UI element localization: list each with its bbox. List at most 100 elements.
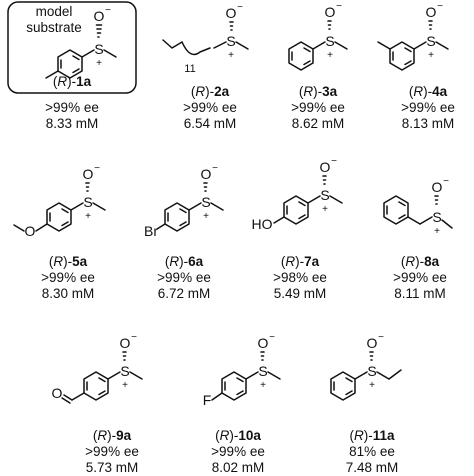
charge-minus-8a: − xyxy=(443,176,449,187)
fluorine-atom-10a: F xyxy=(203,392,212,408)
charge-minus-10a: − xyxy=(269,332,275,343)
sulfur-atom-5a: S xyxy=(83,194,92,210)
oxygen-atom-6a: O xyxy=(201,166,212,182)
ee-1a: >99% ee xyxy=(45,100,99,115)
charge-minus-5a: − xyxy=(94,163,100,174)
compound-label-11a: (R)-11a 81% ee 7.48 mM xyxy=(346,428,399,476)
aldehyde-oxygen-9a: O xyxy=(52,385,63,401)
oxygen-atom-10a: O xyxy=(258,335,269,351)
ee-3a: >99% ee xyxy=(291,100,345,115)
compound-label-2a: (R)-2a >99% ee 6.54 mM xyxy=(183,84,237,132)
oxygen-atom-3a: O xyxy=(325,4,336,20)
id-4a: 4a xyxy=(432,84,448,99)
compound-label-10a: (R)-10a >99% ee 8.02 mM xyxy=(211,428,265,476)
ee-8a: >99% ee xyxy=(393,270,447,285)
sulfur-atom-1a: S xyxy=(94,41,103,57)
id-2a: 2a xyxy=(214,84,230,99)
structure-9a xyxy=(61,351,143,404)
id-7a: 7a xyxy=(304,254,320,269)
conc-8a: 8.11 mM xyxy=(394,286,446,301)
ee-7a: >98% ee xyxy=(273,270,327,285)
charge-minus-1a: − xyxy=(105,5,111,16)
sulfur-atom-10a: S xyxy=(258,363,267,379)
oxygen-atom-1a: O xyxy=(94,8,105,24)
conc-7a: 5.49 mM xyxy=(273,286,327,301)
ee-5a: >99% ee xyxy=(41,270,95,285)
model-substrate-caption: model substrate xyxy=(18,4,90,36)
oxygen-atom-5a: O xyxy=(83,166,94,182)
config-8a: R xyxy=(405,254,416,269)
charge-plus-8a: + xyxy=(434,226,440,237)
compound-name-1a: (R)-1a xyxy=(52,74,92,89)
conc-6a: 6.72 mM xyxy=(157,286,211,301)
structure-5a xyxy=(13,182,106,232)
charge-plus-1a: + xyxy=(96,58,102,69)
conc-10a: 8.02 mM xyxy=(211,460,265,475)
sulfur-atom-11a: S xyxy=(367,363,376,379)
charge-plus-3a: + xyxy=(327,50,333,61)
sulfur-atom-2a: S xyxy=(226,33,235,49)
compound-name-9a: (R)-9a xyxy=(92,428,132,443)
charge-minus-7a: − xyxy=(331,156,337,167)
structure-3a xyxy=(288,20,348,71)
id-8a: 8a xyxy=(424,254,440,269)
charge-plus-7a: + xyxy=(322,204,328,215)
oxygen-atom-11a: O xyxy=(367,335,378,351)
structure-4a xyxy=(377,20,449,71)
model-substrate-box xyxy=(7,1,137,94)
compound-name-8a: (R)-8a xyxy=(400,254,440,269)
compound-name-3a: (R)-3a xyxy=(298,84,338,99)
compound-name-2a: (R)-2a xyxy=(190,84,230,99)
conc-2a: 6.54 mM xyxy=(183,116,237,131)
compound-data-1a: >99% ee 8.33 mM xyxy=(45,100,99,132)
conc-4a: 8.13 mM xyxy=(401,116,455,131)
conc-5a: 8.30 mM xyxy=(41,286,95,301)
charge-minus-6a: − xyxy=(212,163,218,174)
hydroxy-group-7a: HO xyxy=(252,216,273,232)
charge-plus-6a: + xyxy=(203,211,209,222)
ee-2a: >99% ee xyxy=(183,100,237,115)
compound-label-6a: (R)-6a >99% ee 6.72 mM xyxy=(157,254,211,302)
config-3a: R xyxy=(303,84,314,99)
oxygen-atom-9a: O xyxy=(120,335,131,351)
model-substrate-line2: substrate xyxy=(26,20,82,35)
config-6a: R xyxy=(169,254,180,269)
compound-name-10a: (R)-10a xyxy=(215,428,261,443)
config-1a: R xyxy=(57,74,68,89)
id-11a: 11a xyxy=(372,428,395,443)
compound-name-7a: (R)-7a xyxy=(280,254,320,269)
ee-11a: 81% ee xyxy=(349,444,395,459)
config-10a: R xyxy=(219,428,230,443)
id-5a: 5a xyxy=(72,254,88,269)
id-10a: 10a xyxy=(238,428,261,443)
compound-label-1a: (R)-1a xyxy=(53,74,91,90)
id-6a: 6a xyxy=(188,254,204,269)
conc-11a: 7.48 mM xyxy=(345,460,399,475)
sulfur-atom-4a: S xyxy=(426,33,435,49)
structure-1a xyxy=(45,24,117,79)
sulfur-atom-9a: S xyxy=(120,363,129,379)
chain-subscript-2a: 11 xyxy=(184,63,195,75)
conc-3a: 8.62 mM xyxy=(291,116,345,131)
config-5a: R xyxy=(53,254,64,269)
charge-minus-3a: − xyxy=(336,1,342,12)
config-11a: R xyxy=(353,428,364,443)
charge-plus-10a: + xyxy=(260,380,266,391)
ee-10a: >99% ee xyxy=(211,444,265,459)
sulfur-atom-3a: S xyxy=(325,33,334,49)
compound-label-4a: (R)-4a >99% ee 8.13 mM xyxy=(401,84,455,132)
charge-plus-5a: + xyxy=(85,211,91,222)
compound-name-4a: (R)-4a xyxy=(408,84,448,99)
charge-plus-9a: + xyxy=(122,380,128,391)
structure-11a xyxy=(330,351,402,401)
charge-minus-2a: − xyxy=(237,2,243,13)
charge-minus-4a: − xyxy=(437,1,443,12)
compound-label-8a: (R)-8a >99% ee 8.11 mM xyxy=(393,254,447,302)
sulfur-atom-6a: S xyxy=(201,194,210,210)
sulfur-atom-8a: S xyxy=(432,209,441,225)
charge-plus-11a: + xyxy=(369,380,375,391)
oxygen-atom-4a: O xyxy=(426,4,437,20)
ee-4a: >99% ee xyxy=(401,100,455,115)
compound-label-7a: (R)-7a >98% ee 5.49 mM xyxy=(273,254,327,302)
charge-plus-4a: + xyxy=(428,50,434,61)
